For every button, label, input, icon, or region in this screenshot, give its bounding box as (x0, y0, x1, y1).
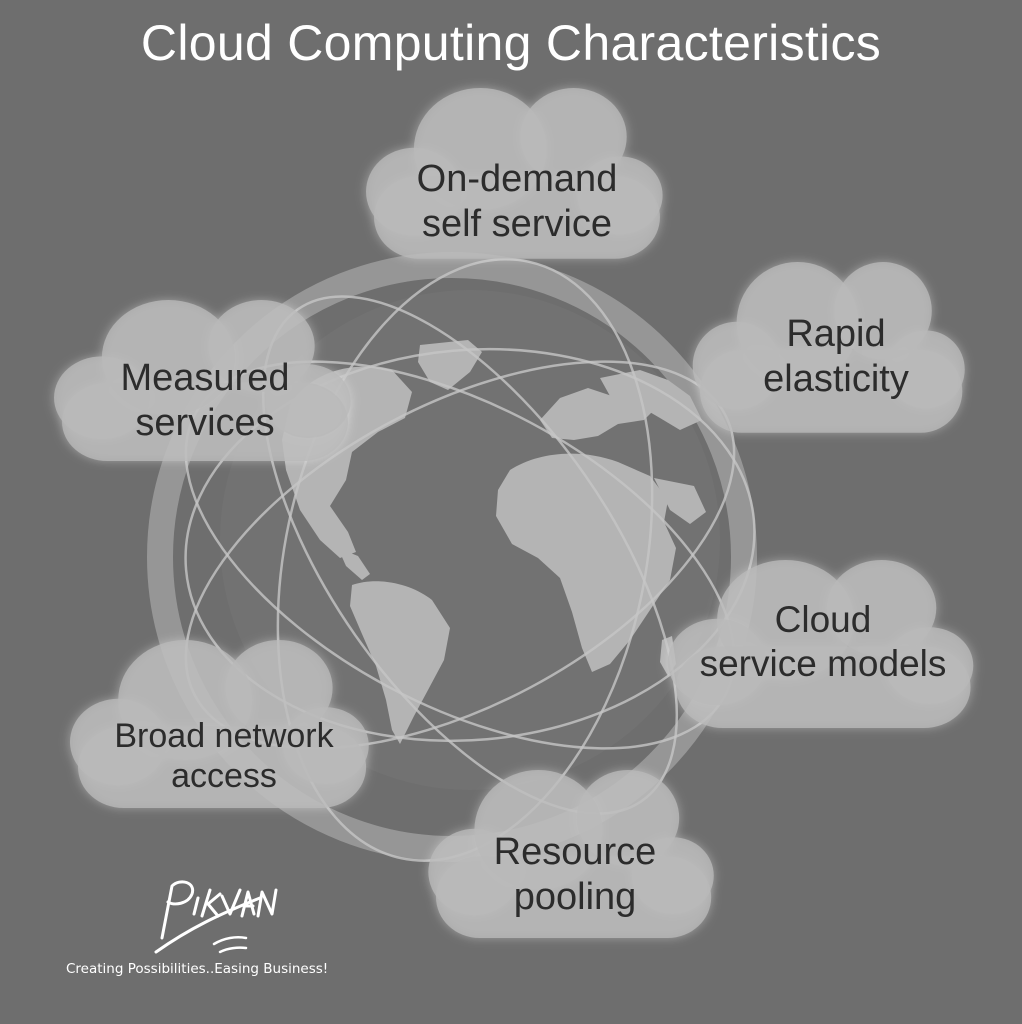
south-america-shape (350, 581, 450, 744)
central-america-shape (338, 548, 370, 580)
arabia-shape (654, 478, 706, 524)
label-rapid: Rapid elasticity (763, 313, 909, 400)
diagram-title: Cloud Computing Characteristics (140, 15, 882, 71)
label-models: Cloud service models (699, 599, 947, 684)
label-broad: Broad network access (114, 717, 334, 796)
label-on-demand: On-demand self service (416, 158, 618, 245)
asia-shape (600, 370, 702, 430)
label-measured: Measured services (120, 357, 290, 444)
tagline-text: Creating Possibilities..Easing Business! (66, 961, 329, 977)
africa-shape (496, 453, 676, 672)
world-map (282, 340, 706, 744)
label-pooling: Resource pooling (493, 831, 657, 918)
pikvan-logo (154, 880, 278, 954)
